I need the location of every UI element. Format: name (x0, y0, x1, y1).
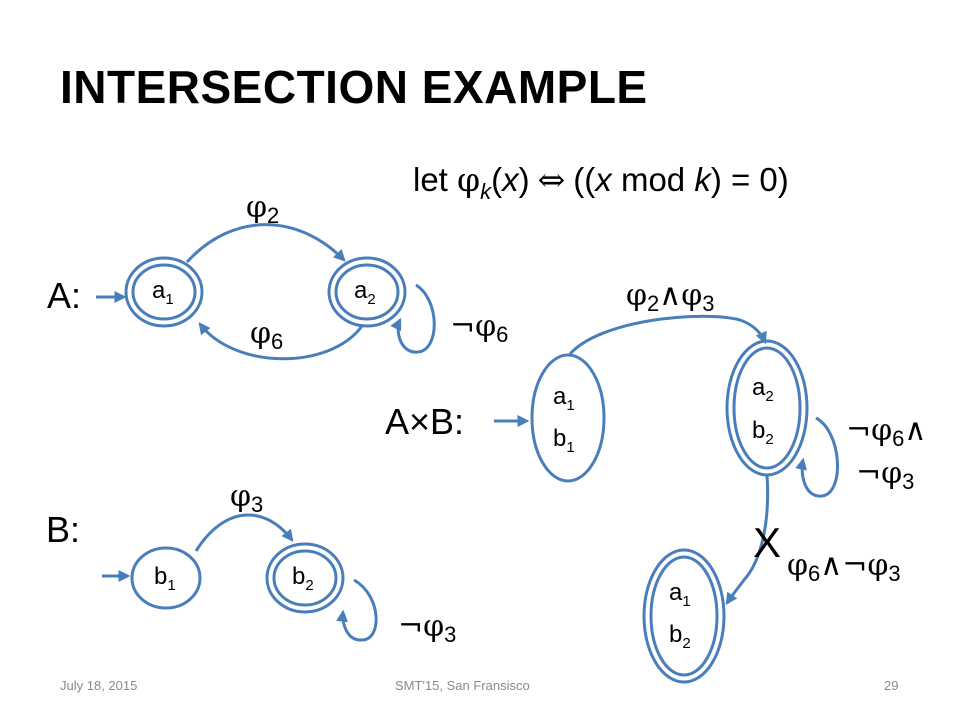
automaton-a-edge-back (198, 322, 364, 361)
automaton-a-state-1-label: a1 (152, 277, 174, 308)
automaton-a-state-2: a2 (327, 256, 407, 328)
automaton-a-edge-forward-label: φ2 (246, 190, 279, 228)
slide-title: INTERSECTION EXAMPLE (60, 61, 648, 113)
automaton-b-edge-self-label: ¬φ3 (398, 609, 456, 647)
automaton-b-edge-forward-label: φ3 (230, 479, 263, 517)
product-edge-forward-label: φ2∧φ3 (626, 278, 715, 316)
automaton-b-state-2-label: b2 (292, 563, 314, 594)
product-state-a1b2-bottom: b2 (669, 621, 691, 652)
definition-rhs-k: k (694, 161, 712, 198)
product-edge-self-label-line1: ¬φ6∧ (846, 413, 926, 451)
definition-x-close: ) (519, 161, 530, 198)
automaton-b-state-2: b2 (265, 542, 345, 614)
definition-rhs-open: (( (573, 161, 595, 198)
automaton-a-label: A: (47, 275, 81, 316)
automaton-a-state-1: a1 (124, 256, 204, 328)
product-state-a1b1-top: a1 (553, 383, 575, 414)
product-state-a1b1-bottom: b1 (553, 425, 575, 456)
automaton-a-edge-self-label: ¬φ6 (450, 309, 508, 347)
definition-phi: φ (457, 160, 480, 199)
footer-venue: SMT'15, San Fransisco (395, 678, 530, 693)
definition-k: k (480, 179, 492, 204)
automaton-b-state-1: b1 (130, 546, 202, 610)
footer-date: July 18, 2015 (60, 678, 138, 693)
definition-rhs-x: x (593, 161, 613, 198)
automaton-a-edge-self (390, 283, 436, 354)
product-edge-down-label: φ6∧¬φ3 (787, 548, 901, 586)
automaton-a-edge-forward (185, 223, 346, 264)
product-state-a1b2: a1 b2 (642, 548, 726, 684)
automaton-b-state-1-label: b1 (154, 563, 176, 594)
product-state-a1b1: a1 b1 (530, 353, 606, 483)
definition-iff: ⇔ (538, 160, 566, 199)
definition-mod: mod (612, 161, 695, 198)
product-edge-down (725, 474, 770, 605)
automaton-a-edge-back-label: φ6 (250, 316, 283, 354)
product-edge-forward (568, 314, 767, 355)
definition-text: let φk(x)⇔((x mod k) = 0) (413, 160, 789, 204)
product-state-a2b2-bottom: b2 (752, 417, 774, 448)
product-cross-mark: X (753, 519, 781, 566)
definition-x-open: ( (491, 161, 502, 198)
automaton-b-edge-self (336, 578, 378, 642)
product-edge-self (795, 416, 840, 498)
definition-rhs-close: ) = 0) (711, 161, 789, 198)
product-edge-self-label-line2: ¬φ3 (856, 456, 914, 494)
product-state-a2b2: a2 b2 (725, 339, 809, 477)
product-state-a1b2-top: a1 (669, 579, 691, 610)
product-state-a2b2-top: a2 (752, 374, 774, 405)
automaton-a-state-2-label: a2 (354, 277, 376, 308)
definition-prefix: let (413, 161, 457, 198)
definition-x: x (500, 161, 520, 198)
product-label: A×B: (385, 401, 464, 442)
automaton-b-edge-forward (194, 513, 294, 552)
automaton-b-label: B: (46, 509, 80, 550)
footer-page-number: 29 (884, 678, 899, 693)
